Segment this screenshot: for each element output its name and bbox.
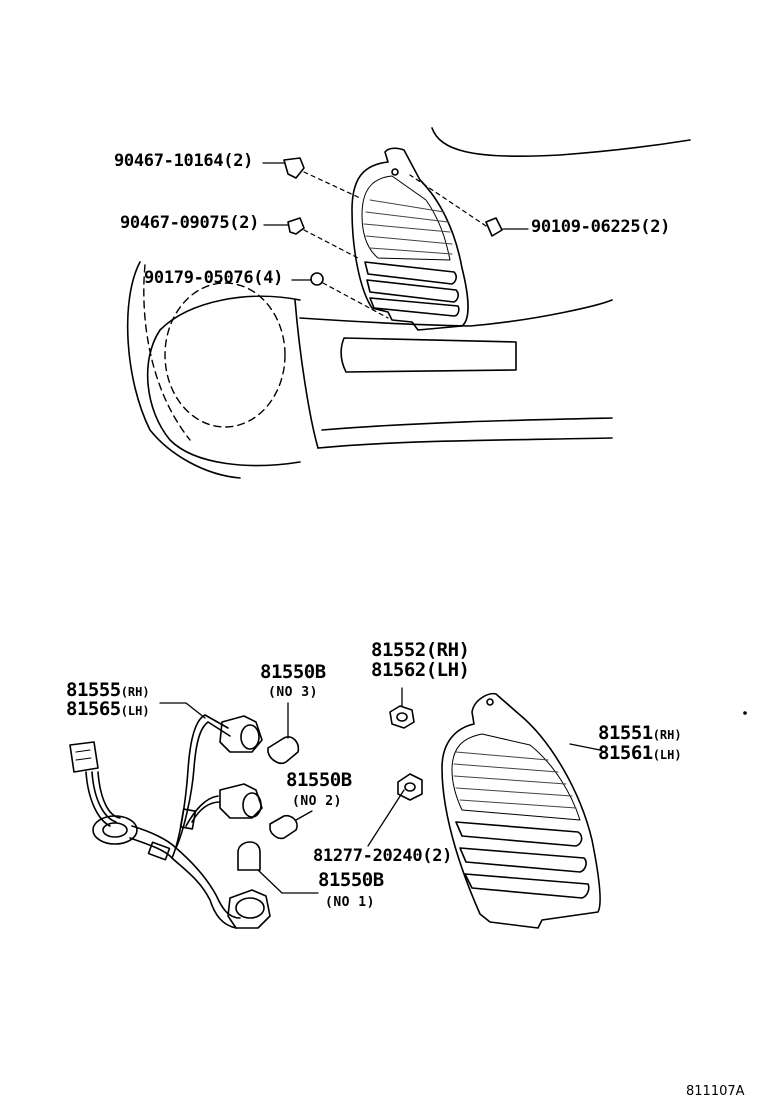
callout-81552-rh: 81552(RH)	[371, 639, 470, 661]
callout-81551: 81551(RH)	[598, 724, 682, 743]
callout-note-no2: (NO 2)	[292, 794, 342, 809]
callout-note-no1: (NO 1)	[325, 895, 375, 910]
part-number: 81555	[66, 679, 121, 701]
lower-leaders	[159, 687, 601, 894]
figure-reference: 811107A	[686, 1084, 745, 1099]
callout-81562-lh: 81562(LH)	[371, 659, 470, 681]
callout-90467-10164: 90467-10164(2)	[114, 151, 254, 171]
callout-90109-06225: 90109-06225(2)	[531, 217, 671, 237]
callout-90467-09075: 90467-09075(2)	[120, 213, 260, 233]
callout-81561: 81561(LH)	[598, 744, 682, 763]
socket-wire-assembly	[69, 714, 271, 929]
upper-dashed-leaders	[303, 171, 487, 319]
callout-81550b-no3: 81550B	[260, 661, 326, 683]
upper-leaders	[262, 162, 529, 281]
callout-90179-05076: 90179-05076(4)	[144, 268, 284, 288]
wheel-dashed	[143, 264, 286, 441]
side-suffix: (RH)	[652, 728, 682, 742]
vehicle-body	[126, 127, 691, 479]
lower-turn-lamp	[441, 692, 747, 929]
gasket-grommet	[389, 705, 423, 801]
upper-turn-lamp	[351, 147, 469, 331]
callout-note-no3: (NO 3)	[268, 685, 318, 700]
side-suffix: (LH)	[120, 704, 150, 718]
callout-81277-20240: 81277-20240(2)	[313, 846, 453, 866]
callout-81555: 81555(RH)	[66, 681, 150, 700]
callout-81565: 81565(LH)	[66, 700, 150, 719]
bulbs	[237, 736, 300, 871]
upper-fasteners	[283, 157, 503, 286]
callout-81550b-no2: 81550B	[286, 769, 352, 791]
part-number: 81551	[598, 722, 653, 744]
part-number: 81561	[598, 742, 653, 764]
side-suffix: (RH)	[120, 685, 150, 699]
callout-81550b-no1: 81550B	[318, 869, 384, 891]
part-number: 81565	[66, 698, 121, 720]
side-suffix: (LH)	[652, 748, 682, 762]
